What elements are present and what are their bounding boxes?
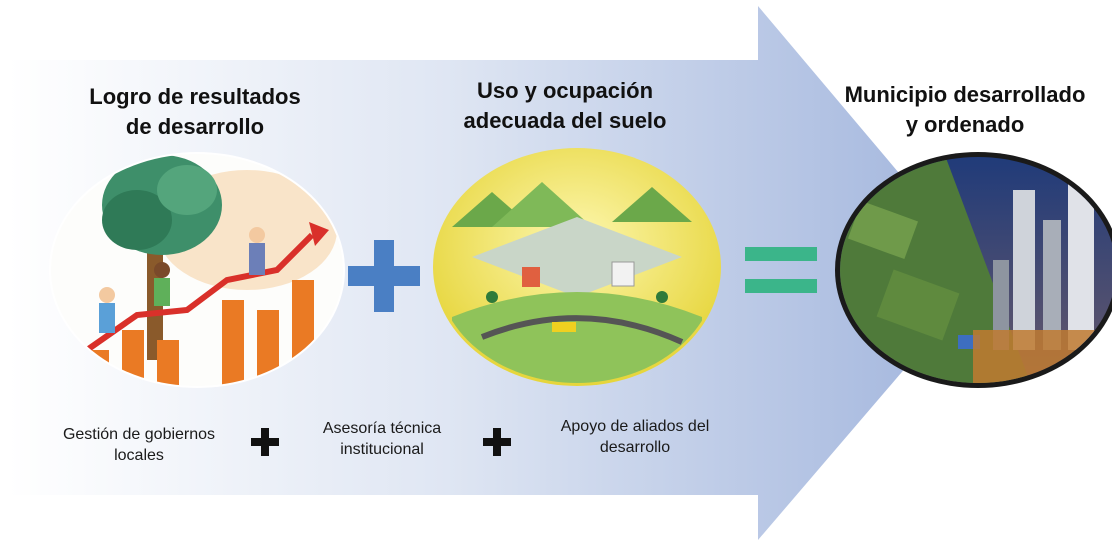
plus-icon-large: [348, 240, 420, 312]
factor-1: Gestión de gobiernos locales: [28, 424, 250, 466]
column-title-1: Logro de resultados de desarrollo: [40, 82, 350, 142]
column-title-2: Uso y ocupación adecuada del suelo: [415, 76, 715, 136]
growth-illustration: [49, 152, 345, 388]
plus-icon-small-2: [483, 428, 511, 456]
factor-3-line2: desarrollo: [599, 439, 671, 456]
column-title-1-line2: de desarrollo: [125, 114, 265, 139]
factor-3: Apoyo de aliados del desarrollo: [530, 416, 740, 458]
land-use-illustration: [433, 148, 721, 386]
factor-2-line2: institucional: [340, 441, 424, 458]
column-title-2-line1: Uso y ocupación: [476, 78, 654, 103]
municipality-photo: [835, 152, 1112, 388]
column-title-3-line1: Municipio desarrollado: [844, 82, 1086, 107]
factor-1-line2: locales: [114, 447, 164, 464]
factor-2: Asesoría técnica institucional: [292, 418, 472, 460]
factor-1-line1: Gestión de gobiernos: [62, 426, 216, 443]
factor-2-line1: Asesoría técnica: [322, 420, 442, 437]
plus-icon-small-1: [251, 428, 279, 456]
column-title-3: Municipio desarrollado y ordenado: [820, 80, 1110, 140]
factor-3-line1: Apoyo de aliados del: [560, 418, 710, 435]
column-title-2-line2: adecuada del suelo: [463, 108, 667, 133]
equals-icon: [745, 247, 817, 293]
column-title-3-line2: y ordenado: [905, 112, 1025, 137]
column-title-1-line1: Logro de resultados: [89, 84, 301, 109]
